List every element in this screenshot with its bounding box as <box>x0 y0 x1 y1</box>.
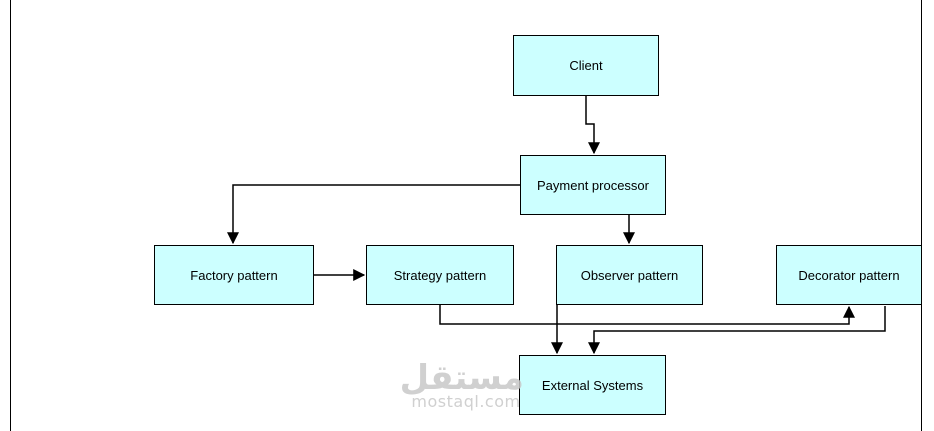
node-client[interactable]: Client <box>513 35 659 96</box>
edge-processor-to-factory <box>227 184 520 245</box>
node-payment-processor[interactable]: Payment processor <box>520 155 666 215</box>
node-external-systems-label: External Systems <box>541 377 644 393</box>
edge-decorator-to-external <box>588 306 886 355</box>
right-border <box>921 0 922 431</box>
edge-client-to-processor <box>585 96 600 155</box>
node-strategy-pattern[interactable]: Strategy pattern <box>366 245 514 305</box>
node-external-systems[interactable]: External Systems <box>519 355 666 415</box>
node-strategy-pattern-label: Strategy pattern <box>393 267 487 283</box>
node-decorator-pattern[interactable]: Decorator pattern <box>776 245 922 305</box>
left-border <box>10 0 11 431</box>
node-factory-pattern[interactable]: Factory pattern <box>154 245 314 305</box>
node-observer-pattern[interactable]: Observer pattern <box>556 245 703 305</box>
edge-strategy-to-decorator <box>439 305 855 325</box>
node-payment-processor-label: Payment processor <box>537 177 649 193</box>
node-decorator-pattern-label: Decorator pattern <box>798 267 900 283</box>
node-observer-pattern-label: Observer pattern <box>580 267 679 283</box>
node-client-label: Client <box>569 58 603 73</box>
node-factory-pattern-label: Factory pattern <box>190 267 278 283</box>
